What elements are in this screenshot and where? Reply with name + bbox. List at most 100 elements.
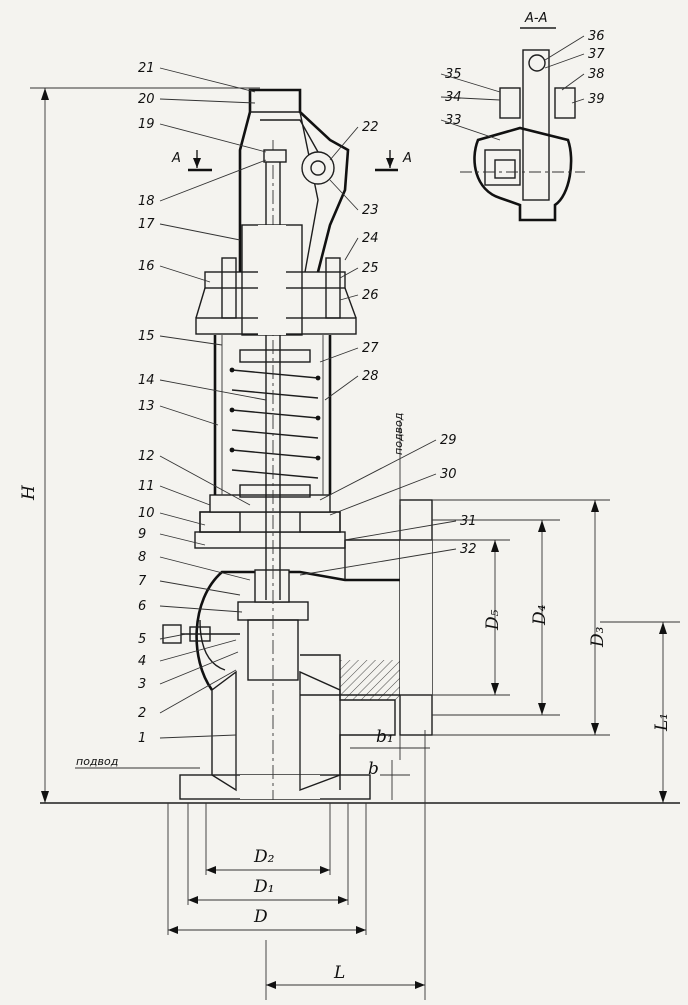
part-label-8: 8 xyxy=(138,550,146,565)
part-label-30: 30 xyxy=(440,467,457,482)
section-title: A-A xyxy=(524,11,547,26)
leader-line xyxy=(339,294,359,301)
part-label-38: 38 xyxy=(588,67,605,82)
dim-label-l: L xyxy=(333,963,345,983)
part-label-18: 18 xyxy=(138,194,155,209)
part-label-4: 4 xyxy=(138,654,146,669)
leader-line xyxy=(440,73,501,93)
cap-lever xyxy=(238,88,350,273)
part-label-24: 24 xyxy=(362,231,379,246)
part-label-2: 2 xyxy=(138,706,146,721)
leader-line xyxy=(159,67,256,93)
dim-label-b: b xyxy=(368,759,379,779)
dim-label-l1: L₁ xyxy=(652,713,672,732)
leader-line xyxy=(319,439,437,501)
part-label-17: 17 xyxy=(138,217,155,232)
section-aa-detail: A-A xyxy=(460,11,585,222)
leader-line xyxy=(339,267,359,279)
leader-line xyxy=(159,533,206,546)
part-label-32: 32 xyxy=(460,542,477,557)
leader-line xyxy=(159,379,267,401)
part-label-9: 9 xyxy=(138,527,146,542)
part-label-27: 27 xyxy=(362,341,379,356)
part-label-15: 15 xyxy=(138,329,155,344)
leader-line xyxy=(159,159,267,202)
leader-line xyxy=(159,405,219,426)
section-marker-left: A xyxy=(171,151,181,166)
leader-line xyxy=(329,126,359,161)
leader-line xyxy=(159,455,251,506)
part-label-34: 34 xyxy=(445,90,462,105)
leader-line xyxy=(159,633,187,640)
part-label-6: 6 xyxy=(138,599,146,614)
part-label-23: 23 xyxy=(362,203,379,218)
leader-line xyxy=(159,605,243,613)
part-label-31: 31 xyxy=(460,514,477,529)
section-marker-right: A xyxy=(402,151,412,166)
dim-label-h: H xyxy=(19,484,39,501)
part-label-22: 22 xyxy=(362,120,379,135)
leader-line xyxy=(299,548,457,576)
dim-label-d1: D₁ xyxy=(253,877,274,897)
part-label-37: 37 xyxy=(588,47,605,62)
part-label-26: 26 xyxy=(362,288,379,303)
leader-line xyxy=(159,580,241,596)
part-label-10: 10 xyxy=(138,506,155,521)
part-label-3: 3 xyxy=(138,677,146,692)
dim-label-d: D xyxy=(253,907,268,927)
leader-line xyxy=(571,98,585,104)
part-label-13: 13 xyxy=(138,399,155,414)
leader-line xyxy=(159,265,211,283)
part-label-12: 12 xyxy=(138,449,155,464)
leader-line xyxy=(159,485,211,506)
valve-body xyxy=(162,499,433,800)
leader-line xyxy=(159,669,237,714)
part-label-20: 20 xyxy=(138,92,155,107)
part-label-35: 35 xyxy=(445,67,462,82)
dimension-h: H xyxy=(19,87,260,803)
dim-label-d5: D₅ xyxy=(483,609,503,631)
weld-note-left: подвод xyxy=(76,755,118,768)
part-label-19: 19 xyxy=(138,117,155,132)
leader-line xyxy=(324,375,359,401)
leader-line xyxy=(159,639,237,662)
part-label-25: 25 xyxy=(362,261,379,276)
part-label-39: 39 xyxy=(588,92,605,107)
part-label-16: 16 xyxy=(138,259,155,274)
leader-line xyxy=(159,734,237,739)
part-label-14: 14 xyxy=(138,373,155,388)
leader-line xyxy=(440,96,501,101)
part-label-28: 28 xyxy=(362,369,379,384)
leader-line xyxy=(440,119,501,141)
leader-line xyxy=(159,98,256,104)
dimension-lines: D₂ D₁ D L D₃ D₄ D₅ L₁ b xyxy=(167,499,680,1000)
leader-line xyxy=(544,53,585,69)
leader-line xyxy=(561,73,585,91)
dim-label-b1: b₁ xyxy=(376,727,394,747)
dim-label-d4: D₄ xyxy=(530,604,550,626)
leader-line xyxy=(544,35,585,61)
leader-line xyxy=(159,223,241,241)
part-label-7: 7 xyxy=(138,574,147,589)
part-label-33: 33 xyxy=(445,113,462,128)
section-markers: A A xyxy=(171,150,412,172)
dim-label-d3: D₃ xyxy=(588,626,608,648)
dim-label-d2: D₂ xyxy=(253,847,275,867)
part-label-1: 1 xyxy=(138,731,146,746)
bonnet-flange xyxy=(194,494,346,549)
part-label-29: 29 xyxy=(440,433,457,448)
leader-line xyxy=(344,520,457,541)
leader-line xyxy=(319,347,359,363)
leader-line xyxy=(159,512,206,526)
leader-line xyxy=(159,335,223,346)
part-label-5: 5 xyxy=(138,632,146,647)
weld-note-right: подвод xyxy=(392,413,405,455)
leader-line xyxy=(329,179,359,211)
weld-notes: подвод подвод xyxy=(75,413,405,769)
part-label-21: 21 xyxy=(138,61,155,76)
part-labels: 1234567891011121314151617181920212223242… xyxy=(138,29,605,746)
leader-line xyxy=(344,237,359,261)
part-label-11: 11 xyxy=(138,479,155,494)
part-label-36: 36 xyxy=(588,29,605,44)
